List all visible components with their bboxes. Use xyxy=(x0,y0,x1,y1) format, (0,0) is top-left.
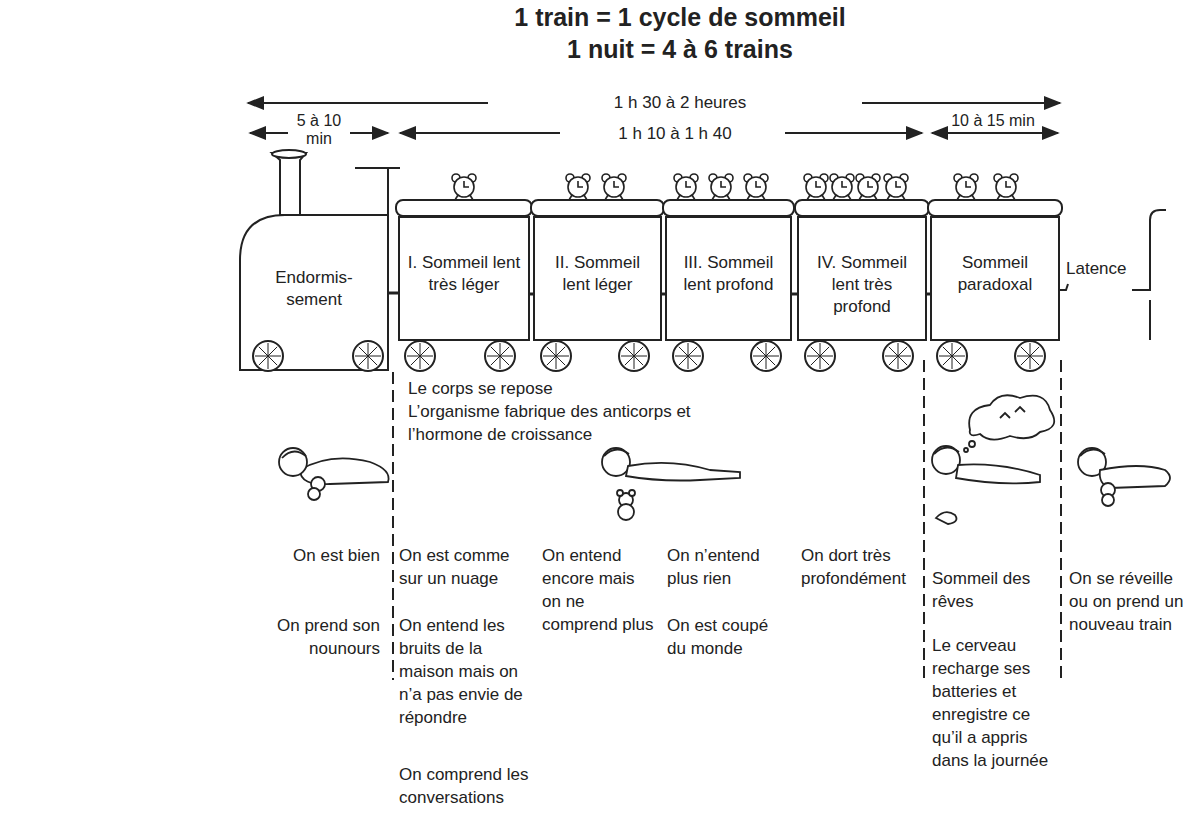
note-text: Le corps se repose xyxy=(408,377,768,400)
note-text: On n’entend plus rien xyxy=(667,544,793,590)
wagon-box: III. Sommeil lent profond xyxy=(665,216,792,341)
alarm-clocks xyxy=(452,174,1018,200)
note-text: On entend les bruits de la maison mais o… xyxy=(399,614,527,729)
note-text: On comprend les conversations xyxy=(399,763,569,809)
note-text: L’organisme fabrique des anticorps et l’… xyxy=(408,400,753,446)
note-text: On se réveille ou on prend un nouveau tr… xyxy=(1069,567,1195,636)
wagon-coupling xyxy=(388,292,398,295)
duration-label: 5 à 10 min xyxy=(288,112,350,148)
wheels xyxy=(253,341,1045,371)
stage-name: I. Sommeil lent très léger xyxy=(406,252,522,296)
wagon-box: I. Sommeil lent très léger xyxy=(398,216,530,341)
note-text: On est bien xyxy=(262,544,380,567)
stage-name: Endormis- sement xyxy=(248,267,380,311)
wagon-box: IV. Sommeil lent très profond xyxy=(797,216,927,341)
duration-label: 1 h 30 à 2 heures xyxy=(560,91,800,114)
note-text: On dort très profondément xyxy=(801,544,917,590)
diagram-title: 1 train = 1 cycle de sommeil xyxy=(300,2,1060,32)
sleeping-children xyxy=(279,395,1170,524)
stage-name: II. Sommeil lent léger xyxy=(541,252,654,296)
note-text: Le cerveau recharge ses batteries et enr… xyxy=(932,634,1056,772)
note-text: Sommeil des rêves xyxy=(932,567,1032,613)
duration-label: 10 à 15 min xyxy=(950,112,1036,130)
wagon-box: II. Sommeil lent léger xyxy=(533,216,662,341)
wagon-box: Sommeil paradoxal xyxy=(930,216,1060,341)
note-text: On entend encore mais on ne comprend plu… xyxy=(542,544,658,636)
note-text: Latence xyxy=(1066,257,1156,280)
note-text: On est comme sur un nuage xyxy=(399,544,535,590)
locomotive-box: Endormis- sement xyxy=(240,215,388,370)
next-train xyxy=(1048,210,1166,340)
duration-label: 1 h 10 à 1 h 40 xyxy=(570,122,780,145)
wagon-roofs xyxy=(396,200,1062,216)
stage-name: Sommeil paradoxal xyxy=(938,252,1052,296)
note-text: On prend son nounours xyxy=(250,614,380,660)
subtitle: 1 nuit = 4 à 6 trains xyxy=(300,34,1060,64)
stage-name: III. Sommeil lent profond xyxy=(673,252,784,296)
note-text: On est coupé du monde xyxy=(667,614,771,660)
locomotive xyxy=(240,150,400,370)
stage-name: IV. Sommeil lent très profond xyxy=(805,252,919,318)
